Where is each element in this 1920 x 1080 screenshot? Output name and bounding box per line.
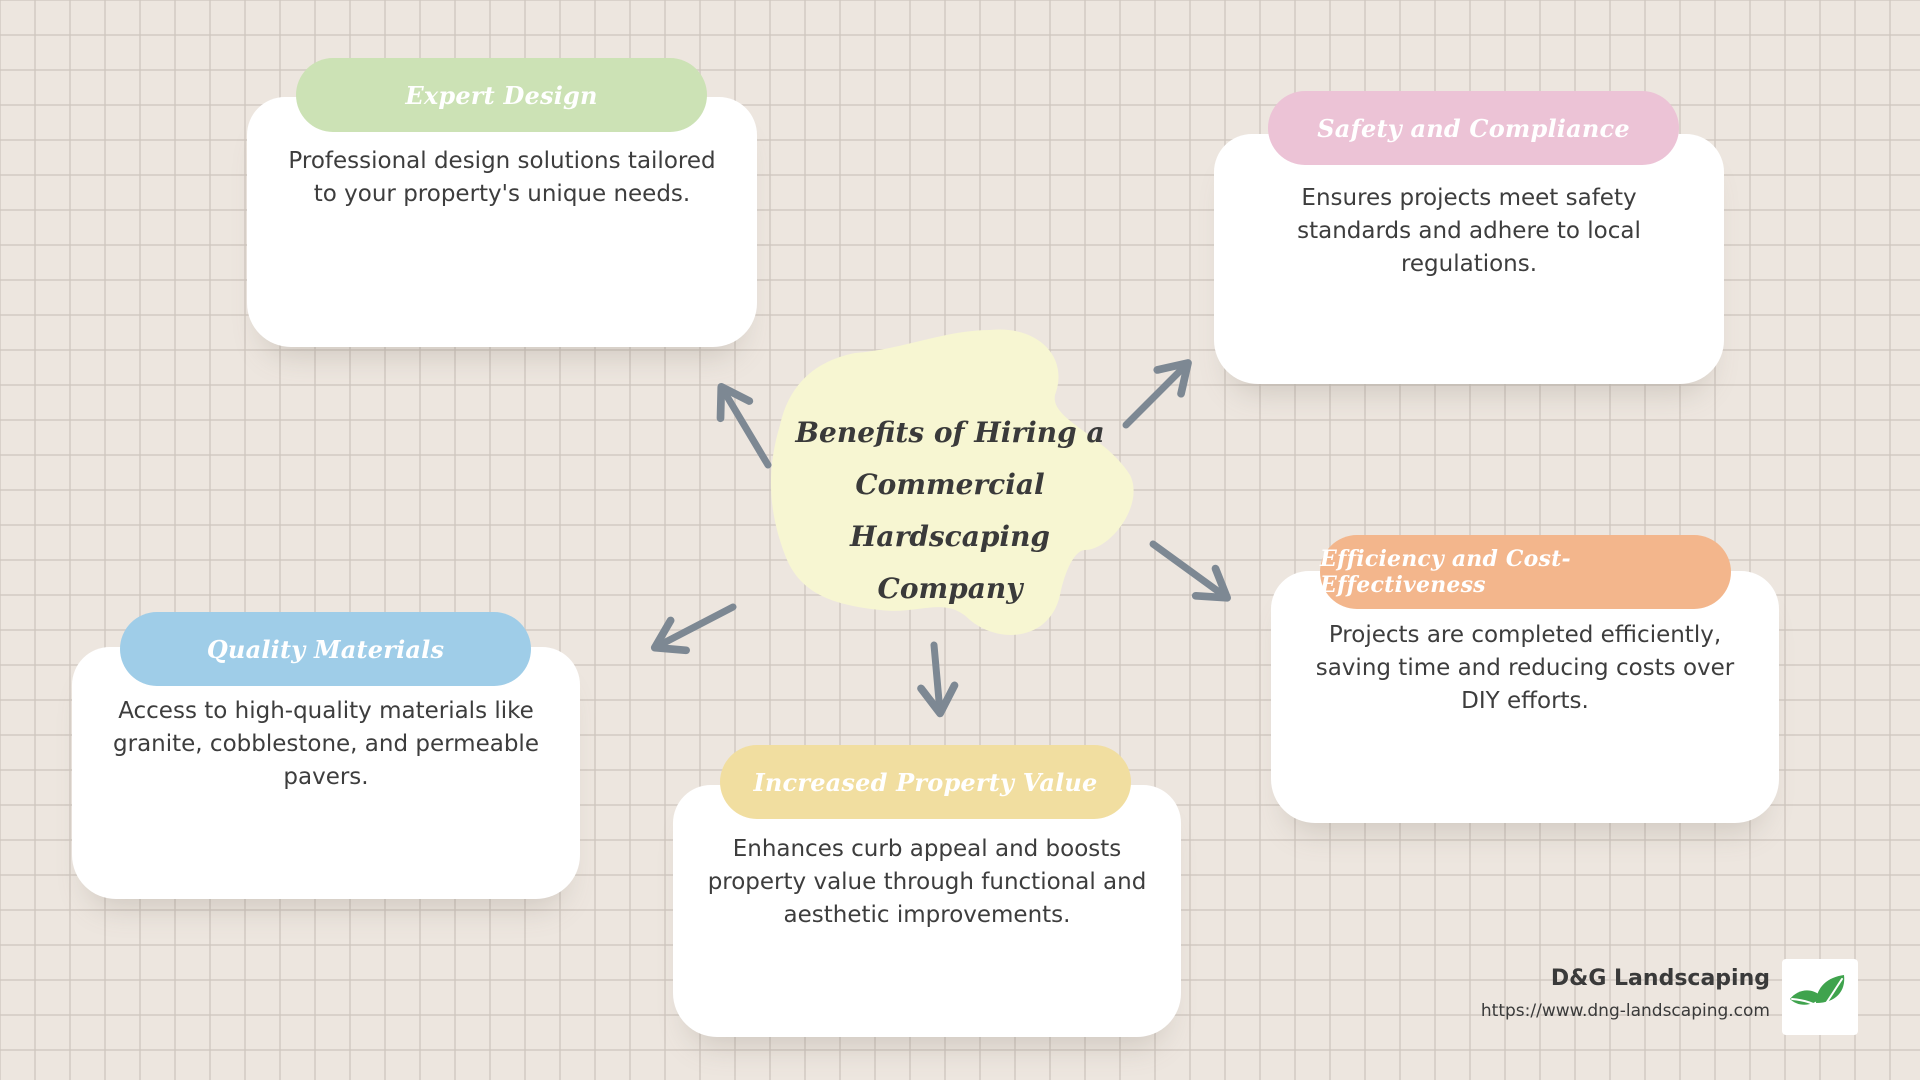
safety-compliance-card: Ensures projects meet safety standards a…: [1214, 134, 1724, 384]
quality-materials-description: Access to high-quality materials like gr…: [113, 698, 539, 790]
central-hub: Benefits of Hiring a Commercial Hardscap…: [760, 325, 1140, 640]
expert-design-label: Expert Design: [296, 58, 707, 132]
brand-block: D&G Landscaping https://www.dng-landscap…: [1481, 966, 1770, 1021]
expert-design-card: Professional design solutions tailored t…: [247, 97, 757, 347]
brand-url[interactable]: https://www.dng-landscaping.com: [1480, 1001, 1770, 1021]
property-value-description: Enhances curb appeal and boosts property…: [707, 836, 1147, 928]
efficiency-description: Projects are completed efficiently, savi…: [1315, 622, 1735, 714]
arrow-to-expert-design: [716, 382, 772, 469]
brand-logo: [1782, 959, 1858, 1035]
efficiency-card: Projects are completed efficiently, savi…: [1271, 571, 1779, 823]
safety-compliance-label: Safety and Compliance: [1268, 91, 1679, 165]
quality-materials-label: Quality Materials: [120, 612, 531, 686]
property-value-label: Increased Property Value: [720, 745, 1131, 819]
efficiency-label: Efficiency and Cost-Effectiveness: [1320, 535, 1731, 609]
hub-blob-shape: [770, 329, 1134, 635]
expert-design-description: Professional design solutions tailored t…: [288, 148, 716, 207]
arrow-to-efficiency: [1149, 540, 1231, 602]
leaf-icon: [1790, 975, 1845, 1011]
arrow-to-property-value: [917, 641, 959, 718]
brand-name: D&G Landscaping: [1550, 966, 1770, 991]
property-value-card: Enhances curb appeal and boosts property…: [673, 785, 1181, 1037]
hub-title: Benefits of Hiring a Commercial Hardscap…: [795, 416, 1105, 605]
safety-compliance-description: Ensures projects meet safety standards a…: [1297, 185, 1641, 277]
arrow-to-quality-materials: [650, 603, 737, 655]
arrow-to-safety-compliance: [1122, 359, 1192, 429]
quality-materials-card: Access to high-quality materials like gr…: [72, 647, 580, 899]
